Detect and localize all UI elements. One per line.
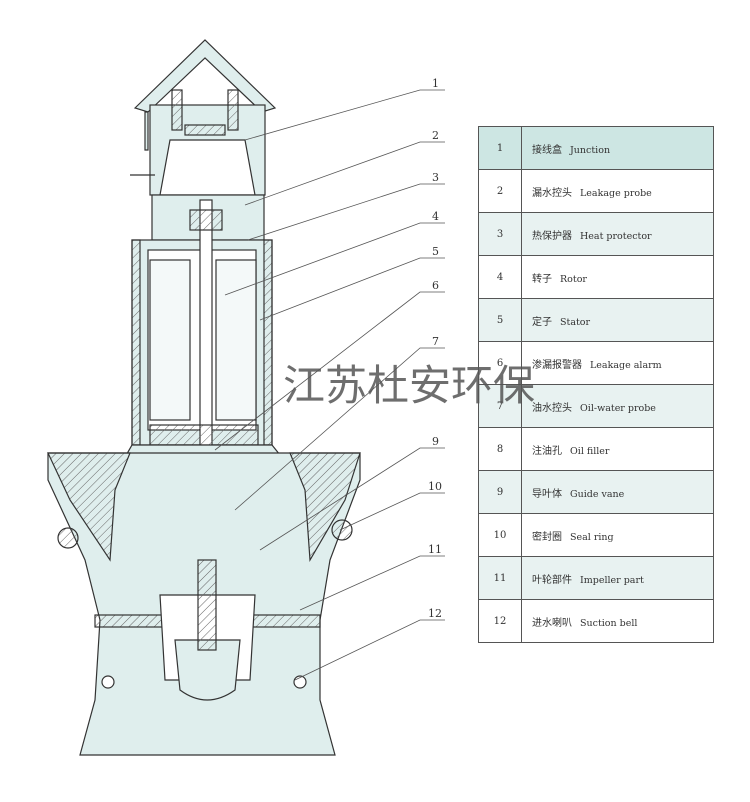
part-name-en: Guide vane (570, 488, 625, 500)
table-row: 7 油水控头 Oil-water probe (478, 384, 714, 428)
part-name-en: Suction bell (580, 617, 638, 629)
impeller (94, 559, 321, 701)
table-row: 11 叶轮部件 Impeller part (478, 556, 714, 600)
callout-9: 9 (432, 435, 439, 448)
part-name-en: Leakage probe (580, 187, 652, 199)
part-number: 11 (478, 556, 522, 600)
part-name-cn: 定子 (532, 316, 552, 328)
watermark-text: 江苏杜安环保 (283, 361, 536, 410)
part-name-cn: 油水控头 (532, 402, 572, 414)
part-number: 2 (478, 169, 522, 213)
part-name-en: Leakage alarm (590, 359, 662, 371)
table-row: 3 热保护器 Heat protector (478, 212, 714, 256)
outer-casing (47, 452, 361, 756)
part-name-cn: 进水喇叭 (532, 617, 572, 629)
part-number: 10 (478, 513, 522, 557)
part-number: 7 (478, 384, 522, 428)
part-name-cn: 导叶体 (532, 488, 562, 500)
part-name-cn: 接线盒 (532, 144, 562, 156)
part-name-cn: 注油孔 (532, 445, 562, 457)
parts-table: 1 接线盒 Junction 2 漏水控头 Leakage probe 3 热保护器… (478, 126, 714, 643)
part-number: 5 (478, 298, 522, 342)
part-name-en: Junction (570, 144, 611, 156)
part-name-en: Oil-water probe (580, 402, 656, 414)
callout-1: 1 (432, 77, 439, 90)
junction-body (130, 89, 266, 196)
part-name-cn: 密封圈 (532, 531, 562, 543)
table-row: 4 转子 Rotor (478, 255, 714, 299)
part-number: 4 (478, 255, 522, 299)
part-name-en: Stator (560, 316, 591, 328)
part-name-en: Oil filler (570, 445, 610, 457)
callout-11: 11 (428, 543, 442, 556)
part-name-cn: 漏水控头 (532, 187, 572, 199)
callout-6: 6 (432, 279, 439, 292)
callout-4: 4 (432, 210, 439, 223)
table-row: 10 密封圈 Seal ring (478, 513, 714, 557)
callout-3: 3 (432, 171, 439, 184)
leader-lines (214, 89, 445, 681)
table-row: 2 漏水控头 Leakage probe (478, 169, 714, 213)
part-name-en: Impeller part (580, 574, 644, 586)
callout-12: 12 (428, 607, 442, 620)
table-row: 8 注油孔 Oil filler (478, 427, 714, 471)
table-row: 9 导叶体 Guide vane (478, 470, 714, 514)
part-name-en: Heat protector (580, 230, 652, 242)
callout-5: 5 (432, 245, 439, 258)
part-name-cn: 转子 (532, 273, 552, 285)
part-number: 12 (478, 599, 522, 643)
callout-10: 10 (428, 480, 442, 493)
callout-7: 7 (432, 335, 439, 348)
part-name-cn: 叶轮部件 (532, 574, 572, 586)
part-number: 9 (478, 470, 522, 514)
table-row: 5 定子 Stator (478, 298, 714, 342)
part-name-en: Seal ring (570, 531, 614, 543)
part-number: 8 (478, 427, 522, 471)
part-name-cn: 渗漏报警器 (532, 359, 582, 371)
part-name-en: Rotor (560, 273, 587, 285)
part-number: 3 (478, 212, 522, 256)
motor-housing (131, 194, 273, 601)
part-number: 1 (478, 126, 522, 170)
table-row: 1 接线盒 Junction (478, 126, 714, 170)
table-row: 12 进水喇叭 Suction bell (478, 599, 714, 643)
part-name-cn: 热保护器 (532, 230, 572, 242)
callout-2: 2 (432, 129, 439, 142)
